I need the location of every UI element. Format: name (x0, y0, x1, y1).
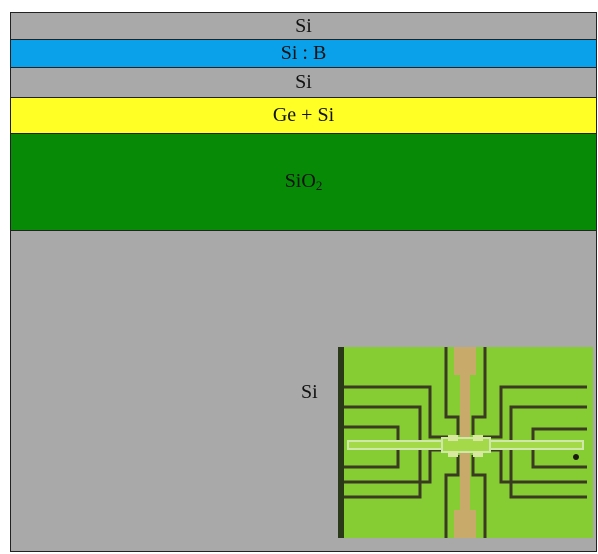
layer-sio2-label: SiO2 (285, 170, 323, 194)
device-micrograph-icon (338, 347, 593, 538)
layer-si-b: Si : B (11, 40, 596, 68)
layer-si-substrate: Si (11, 231, 596, 551)
layer-sio2: SiO2 (11, 134, 596, 231)
layer-sio2-subscript: 2 (315, 178, 323, 193)
layer-stack: Si Si : B Si Ge + Si SiO2 Si (10, 12, 597, 552)
micrograph-pads (454, 347, 476, 538)
layer-si-top: Si (11, 13, 596, 40)
micrograph-dot (573, 454, 579, 460)
layer-si-substrate-label: Si (301, 381, 318, 403)
micrograph-bar (347, 437, 584, 453)
layer-si-middle-label: Si (295, 71, 312, 93)
layer-sio2-text: SiO (284, 170, 316, 192)
micrograph-contacts (448, 435, 483, 457)
layer-ge-si-label: Ge + Si (272, 104, 335, 126)
layer-si-middle: Si (11, 68, 596, 98)
micrograph-dark-edge (338, 347, 344, 538)
layer-si-b-label: Si : B (280, 42, 327, 64)
layer-ge-si: Ge + Si (11, 98, 596, 134)
layer-si-top-label: Si (295, 14, 312, 37)
